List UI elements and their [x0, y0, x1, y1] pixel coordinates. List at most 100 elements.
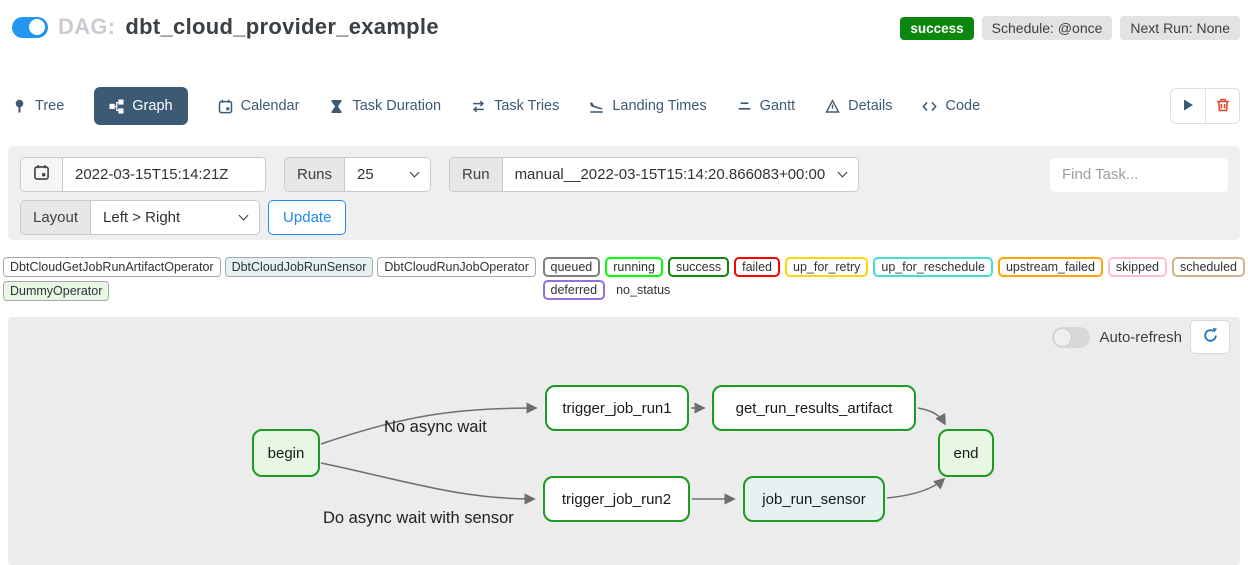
dag-action-group [1170, 88, 1240, 124]
layout-label: Layout [21, 201, 92, 234]
hourglass-icon [329, 99, 344, 114]
tab-calendar[interactable]: Calendar [218, 98, 300, 114]
view-tabs: Tree Graph Calendar Task Duration Task Tries… [12, 87, 980, 125]
status-badge-success: success [667, 257, 730, 277]
task-node-get_run_results_artifact[interactable]: get_run_results_artifact [712, 385, 916, 431]
filter-panel: Runs 25 Run manual__2022-03-15T15:14:20.… [8, 146, 1240, 240]
chevron-down-icon [409, 167, 420, 178]
layout-select[interactable]: Left > Right [91, 201, 260, 234]
run-value: manual__2022-03-15T15:14:20.866083+00:00 [514, 166, 826, 183]
delete-dag-button[interactable] [1205, 89, 1239, 123]
auto-refresh-label: Auto-refresh [1099, 329, 1182, 346]
tab-label: Landing Times [612, 98, 707, 114]
task-node-trigger_job_run1[interactable]: trigger_job_run1 [545, 385, 689, 431]
layout-group: Layout Left > Right [20, 200, 261, 235]
calendar-icon [218, 99, 233, 114]
gantt-icon [737, 99, 752, 114]
graph-icon [109, 99, 124, 114]
runs-select[interactable]: 25 [345, 158, 431, 191]
refresh-icon [1202, 327, 1219, 347]
status-badge-deferred: deferred [542, 280, 606, 300]
status-badge-skipped: skipped [1107, 257, 1167, 277]
operator-badge: DbtCloudRunJobOperator [377, 257, 536, 277]
next-run-badge: Next Run: None [1120, 16, 1240, 40]
status-badge-upstream_failed: upstream_failed [997, 257, 1103, 277]
tab-details[interactable]: Details [825, 98, 892, 114]
auto-refresh-control: Auto-refresh [1052, 327, 1182, 348]
run-group: Run manual__2022-03-15T15:14:20.866083+0… [449, 157, 860, 192]
trigger-dag-button[interactable] [1171, 89, 1205, 123]
refresh-button[interactable] [1190, 320, 1230, 354]
status-badge-up_for_retry: up_for_retry [785, 257, 869, 277]
tab-gantt[interactable]: Gantt [737, 98, 795, 114]
tab-code[interactable]: Code [922, 98, 980, 114]
trash-icon [1215, 97, 1231, 116]
landing-icon [589, 99, 604, 114]
dag-prefix-label: DAG: [58, 14, 116, 39]
page-title: dbt_cloud_provider_example [125, 14, 439, 39]
operator-badge: DummyOperator [3, 281, 110, 301]
tree-icon [12, 99, 27, 114]
dag-pause-toggle[interactable] [12, 16, 48, 38]
tab-label: Calendar [240, 98, 300, 114]
task-node-end[interactable]: end [938, 429, 994, 477]
edge-begin-to-trigger_job_run1 [320, 402, 538, 445]
status-badge-scheduled: scheduled [1172, 257, 1245, 277]
layout-value: Left > Right [103, 209, 181, 226]
edge-job_run_sensor-to-end [886, 477, 946, 499]
edge-label: Do async wait with sensor [323, 509, 514, 527]
update-button[interactable]: Update [268, 200, 347, 235]
dag-graph-panel: Auto-refresh begin trigger_job_run1 get_ru… [8, 317, 1240, 565]
runs-group: Runs 25 [284, 157, 432, 192]
code-icon [922, 99, 938, 114]
edge-get_run_results_artifact-to-end [917, 407, 946, 426]
calendar-button[interactable] [21, 158, 63, 191]
toggle-knob [1054, 329, 1072, 346]
status-badge-queued: queued [542, 257, 601, 277]
edge-label: No async wait [384, 418, 487, 436]
chevron-down-icon [238, 210, 249, 221]
status-badge[interactable]: success [900, 16, 974, 40]
tab-label: Gantt [759, 98, 796, 114]
tab-label: Task Duration [352, 98, 442, 114]
operator-badge: DbtCloudJobRunSensor [224, 257, 374, 277]
toggle-knob [29, 19, 45, 35]
schedule-badge: Schedule: @once [981, 16, 1113, 40]
view-tabbar: Tree Graph Calendar Task Duration Task Tries… [12, 85, 1240, 127]
find-task-input[interactable] [1050, 157, 1228, 192]
tab-landing-times[interactable]: Landing Times [589, 98, 707, 114]
tab-label: Graph [132, 98, 173, 114]
runs-label: Runs [285, 158, 346, 191]
operator-badge: DbtCloudGetJobRunArtifactOperator [3, 257, 221, 277]
play-icon [1181, 98, 1195, 115]
task-node-begin[interactable]: begin [252, 429, 320, 477]
calendar-icon [33, 164, 50, 185]
run-label: Run [450, 158, 503, 191]
status-badge-failed: failed [734, 257, 780, 277]
tab-task-tries[interactable]: Task Tries [471, 98, 559, 114]
page-header: DAG: dbt_cloud_provider_example success … [12, 14, 1240, 40]
status-badge-up_for_reschedule: up_for_reschedule [873, 257, 993, 277]
repeat-icon [471, 99, 486, 114]
tab-task-duration[interactable]: Task Duration [329, 98, 441, 114]
task-node-job_run_sensor[interactable]: job_run_sensor [743, 476, 885, 522]
run-select[interactable]: manual__2022-03-15T15:14:20.866083+00:00 [502, 158, 859, 191]
tab-graph[interactable]: Graph [94, 87, 188, 125]
tab-label: Details [848, 98, 893, 114]
details-icon [825, 98, 840, 114]
tab-tree[interactable]: Tree [12, 98, 64, 114]
base-date-group [20, 157, 266, 192]
status-badge-running: running [605, 257, 663, 277]
base-date-input[interactable] [63, 158, 265, 191]
auto-refresh-toggle[interactable] [1052, 327, 1091, 348]
dag-edges [320, 402, 946, 505]
status-badge-no_status: no_status [610, 280, 677, 300]
tab-label: Task Tries [494, 98, 560, 114]
runs-value: 25 [357, 166, 374, 183]
task-node-trigger_job_run2[interactable]: trigger_job_run2 [543, 476, 690, 522]
